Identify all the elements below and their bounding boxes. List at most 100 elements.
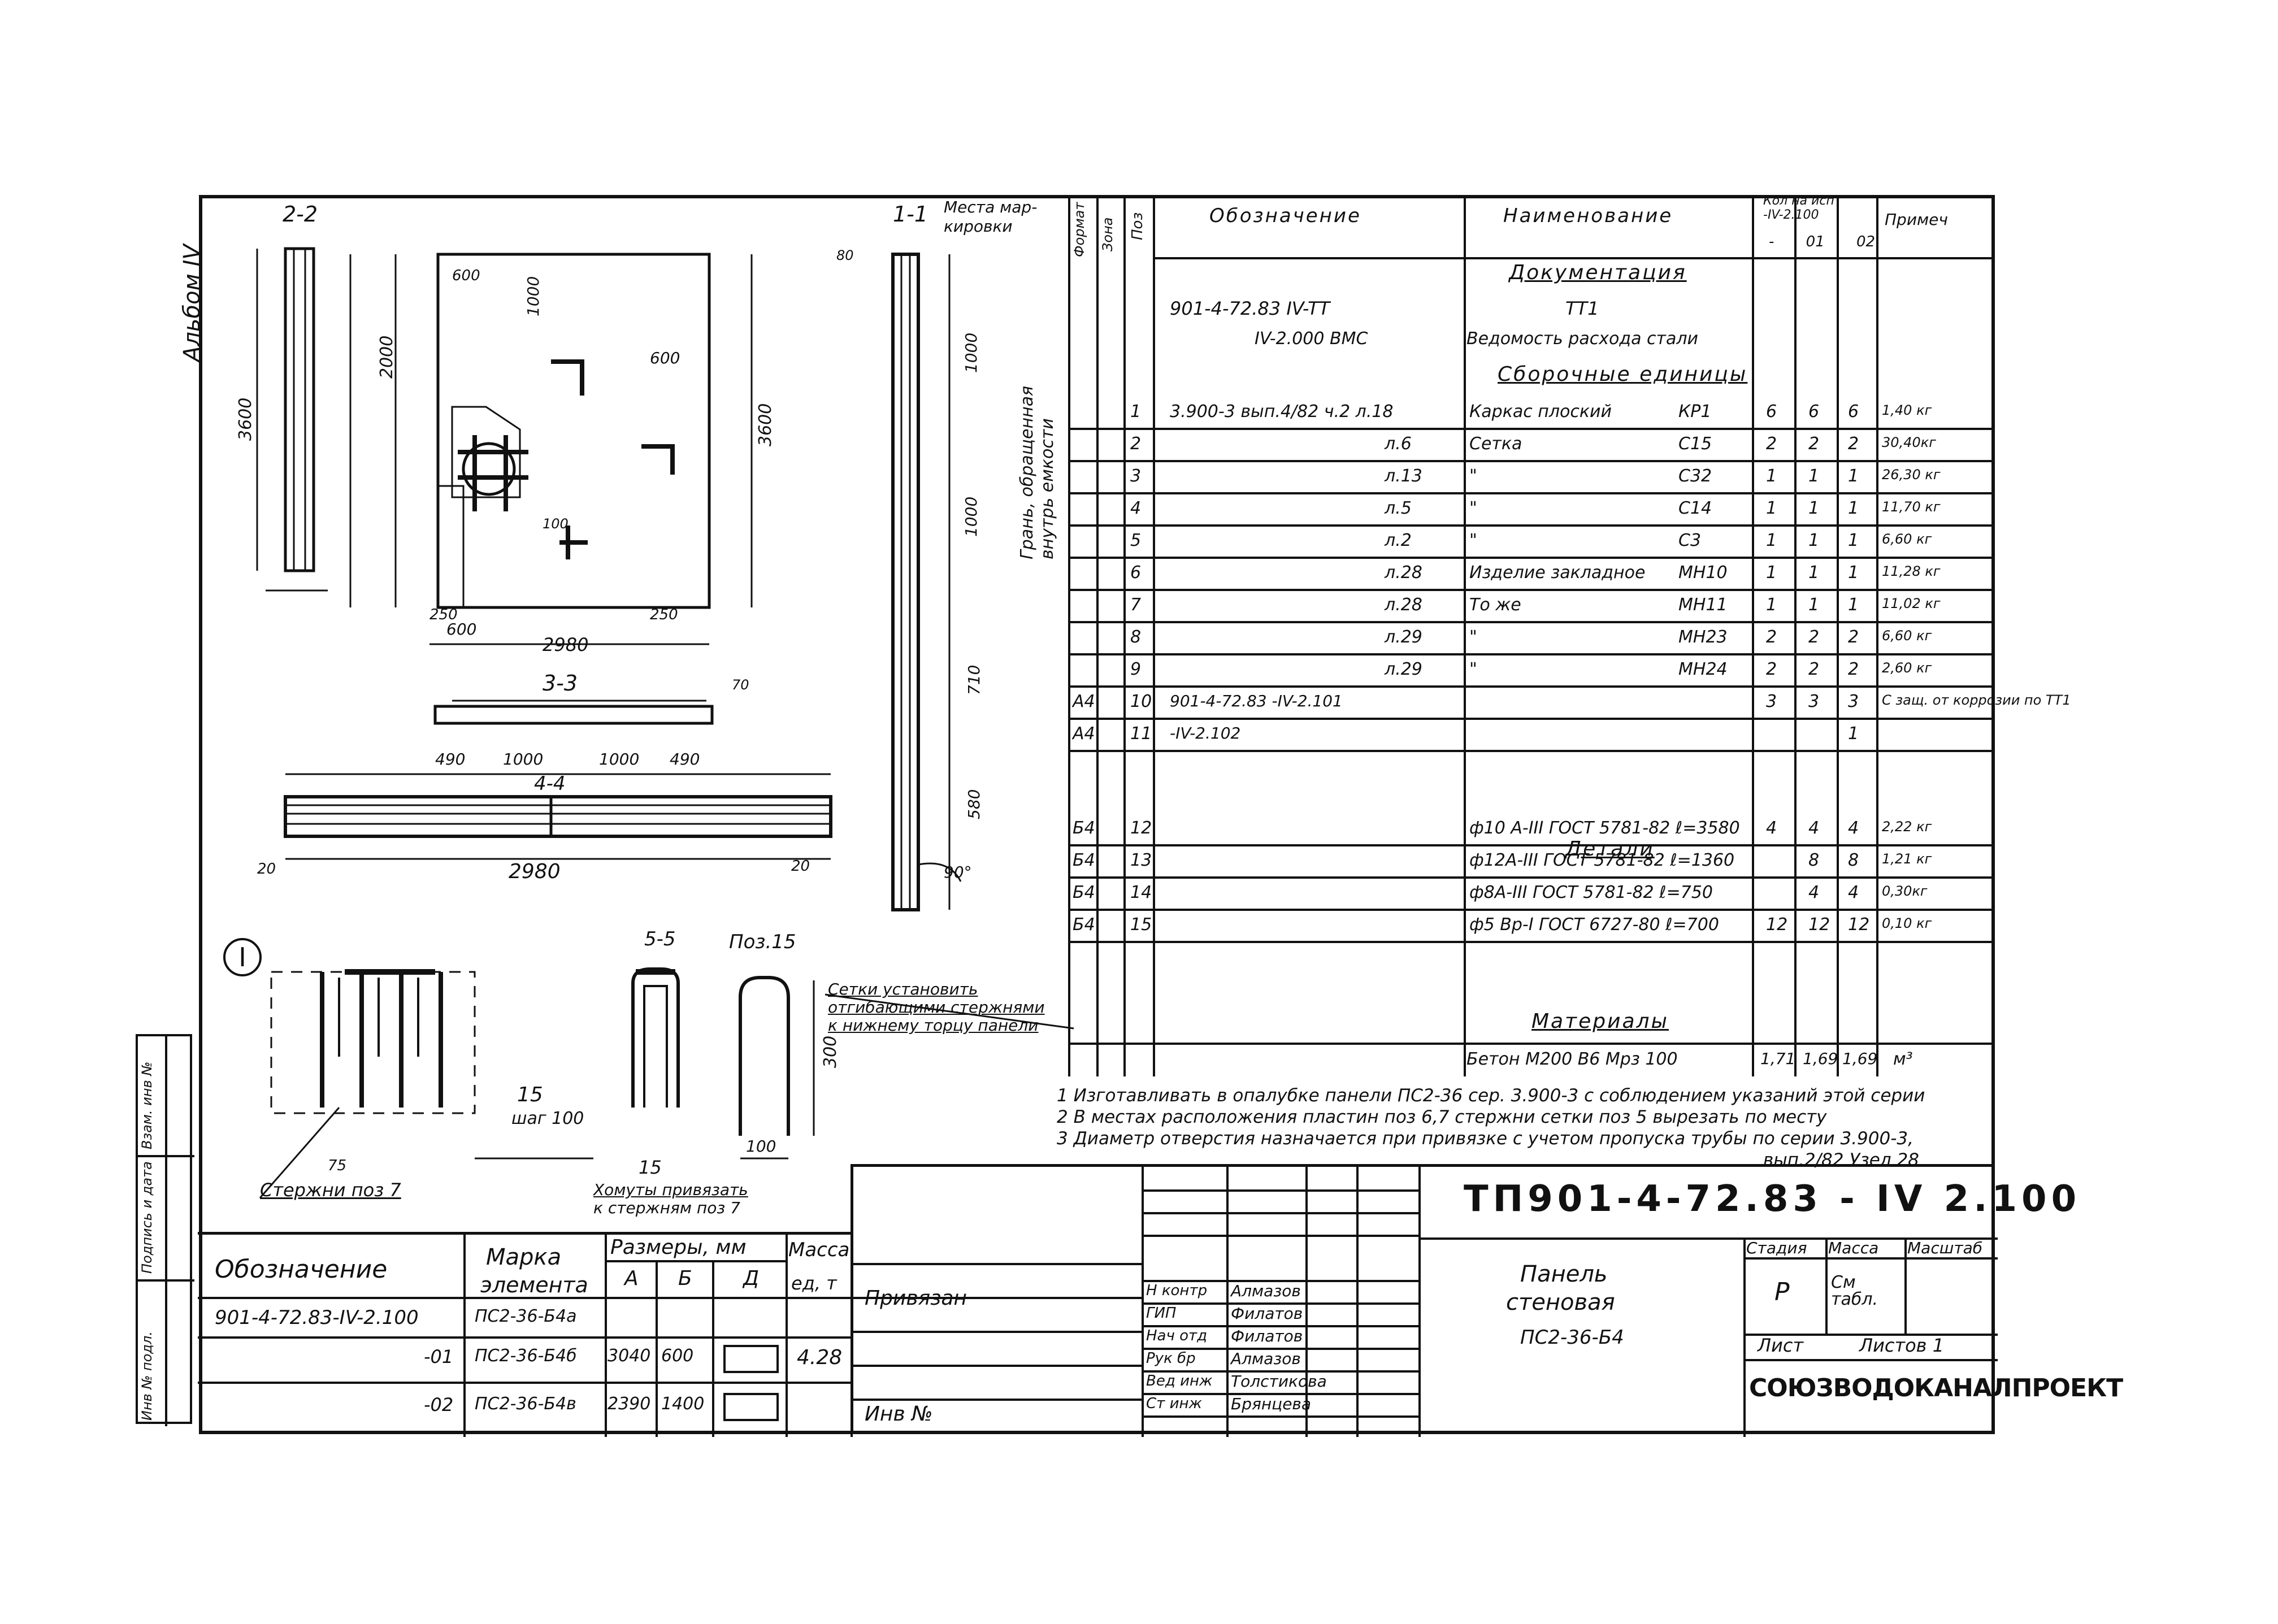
- spec-row-10-q2: 3: [1808, 692, 1820, 711]
- dim-1000-a: 1000: [503, 750, 544, 768]
- spec-header-name: Наименование: [1503, 205, 1673, 227]
- spec-row-9-note: 2,60 кг: [1882, 660, 1932, 676]
- marking-note: Места мар- кировки: [944, 198, 1038, 236]
- stage-label: Стадия: [1746, 1239, 1807, 1257]
- spec-row-1-note: 1,40 кг: [1882, 402, 1932, 418]
- spec-row-5-note: 6,60 кг: [1882, 531, 1932, 547]
- element-row-2-designation: -01: [424, 1346, 454, 1367]
- spec-header-qty-cols: - 01 02: [1769, 233, 1876, 250]
- spec-row-8-name: ": [1469, 627, 1477, 647]
- dim-490-a: 490: [435, 750, 466, 768]
- spec-material-q1: 1,71: [1760, 1049, 1796, 1068]
- dim-75: 75: [328, 1157, 347, 1174]
- spec-row-9-code: МН24: [1678, 659, 1728, 679]
- title-line-1: Панель: [1520, 1261, 1608, 1287]
- title-line-3: ПС2-36-Б4: [1520, 1326, 1624, 1349]
- spec-header-format: Формат: [1071, 202, 1087, 257]
- signature-role: ГИП: [1146, 1305, 1177, 1322]
- spec-row-5-pos: 5: [1130, 531, 1142, 550]
- spec-row-9-q2: 2: [1808, 659, 1820, 679]
- spec-row-2-note: 30,40кг: [1882, 435, 1936, 450]
- spec-header-qty-sub: -IV-2.100: [1763, 208, 1819, 222]
- doc-number: ТП901-4-72.83 - IV 2.100: [1464, 1178, 2081, 1220]
- spec-section-assemblies: Сборочные единицы: [1498, 363, 1748, 386]
- spec-row-8-pos: 8: [1130, 627, 1142, 647]
- spec-row-10-designation: 901-4-72.83 -IV-2.101: [1170, 692, 1343, 710]
- element-row-2-mark: ПС2-36-Б4б: [475, 1346, 577, 1366]
- spec-row-8-note: 6,60 кг: [1882, 628, 1932, 644]
- spec-row-15-q1: 12: [1766, 915, 1788, 935]
- dim-600-mid: 600: [650, 349, 680, 367]
- signature-role: Рук бр: [1146, 1350, 1196, 1367]
- org-name: СОЮЗВОДОКАНАЛПРОЕКТ: [1749, 1374, 2123, 1402]
- spec-row-5-designation: л.2: [1385, 531, 1412, 550]
- clamps-note: Хомуты привязать к стержням поз 7: [593, 1180, 748, 1217]
- spec-row-5-name: ": [1469, 531, 1477, 550]
- spec-row-2-q3: 2: [1848, 434, 1859, 454]
- mesh-note: Сетки установить отгибающими стержнями к…: [828, 980, 1045, 1035]
- footnotes: 1 Изготавливать в опалубке панели ПС2-36…: [1057, 1085, 1925, 1170]
- spec-table: Формат Зона Поз Обозначение Наименование…: [1068, 195, 2071, 1076]
- spec-row-15-fmt: Б4: [1073, 915, 1095, 935]
- element-header-mass-1: Масса: [788, 1239, 850, 1261]
- spec-row-4-name: ": [1469, 498, 1477, 518]
- signature-role: Нач отд: [1146, 1327, 1208, 1344]
- spec-row-4-q3: 1: [1848, 498, 1859, 518]
- spec-row-15-name: ф5 Вр-I ГОСТ 6727-80 ℓ=700: [1469, 915, 1719, 935]
- spec-row-10-q1: 3: [1766, 692, 1777, 711]
- spec-row-14-fmt: Б4: [1073, 883, 1095, 902]
- spec-row-10-fmt: А4: [1073, 692, 1095, 711]
- section-label-4-4: 4-4: [534, 772, 566, 795]
- signature-role: Вед инж: [1146, 1373, 1213, 1389]
- section-label-3-3: 3-3: [543, 671, 578, 696]
- spec-row-7-code: МН11: [1678, 595, 1728, 615]
- section-4-4-outline: [284, 795, 832, 838]
- spec-row-6-pos: 6: [1130, 563, 1142, 583]
- side-stamps: Взам. инв № Подпись и дата Инв № подл.: [136, 1034, 194, 1426]
- spec-row-14-note: 0,30кг: [1882, 883, 1928, 899]
- dim-250-b: 250: [650, 606, 678, 623]
- element-row-3-B: 1400: [661, 1394, 705, 1414]
- pos15-label: Поз.15: [729, 931, 796, 953]
- spec-row-6-designation: л.28: [1385, 563, 1422, 583]
- spec-row-14-q3: 4: [1848, 883, 1859, 902]
- signature-name: Филатов: [1231, 1304, 1303, 1323]
- stamp-inv-original: Инв № подл.: [139, 1331, 155, 1421]
- spec-row-5-q2: 1: [1808, 531, 1820, 550]
- spec-row-13-name: ф12A-III ГОСТ 5781-82 ℓ=1360: [1469, 850, 1735, 870]
- spec-row-4-q2: 1: [1808, 498, 1820, 518]
- stage-value: Р: [1774, 1278, 1790, 1306]
- spec-row-1-designation: 3.900-3 вып.4/82 ч.2 л.18: [1170, 402, 1394, 422]
- spec-row-3-q3: 1: [1848, 466, 1859, 486]
- dim-490-b: 490: [670, 750, 700, 768]
- spec-material-note: м³: [1893, 1049, 1913, 1069]
- mass-value: См табл.: [1831, 1273, 1878, 1309]
- spec-row-12-name: ф10 A-III ГОСТ 5781-82 ℓ=3580: [1469, 818, 1740, 838]
- spec-material-q2: 1,69: [1803, 1049, 1838, 1068]
- spec-row-3-note: 26,30 кг: [1882, 467, 1941, 483]
- dim-2000: 2000: [377, 335, 397, 379]
- spec-row-2-designation: л.6: [1385, 434, 1412, 454]
- spec-row-13-fmt: Б4: [1073, 850, 1095, 870]
- spec-doc-row-2-designation: IV-2.000 ВМС: [1255, 329, 1368, 349]
- spec-row-3-name: ": [1469, 466, 1477, 486]
- signature-name: Филатов: [1231, 1327, 1303, 1345]
- title-block: ТП901-4-72.83 - IV 2.100 Панель стеновая…: [851, 1164, 2123, 1437]
- spec-row-2-q1: 2: [1766, 434, 1777, 454]
- element-header-designation: Обозначение: [215, 1255, 388, 1284]
- spec-row-4-note: 11,70 кг: [1882, 499, 1941, 515]
- spec-row-2-q2: 2: [1808, 434, 1820, 454]
- spec-row-1-code: КР1: [1678, 402, 1712, 422]
- spec-row-1-q2: 6: [1808, 402, 1820, 422]
- spec-row-11-designation: -IV-2.102: [1170, 724, 1241, 742]
- spec-row-9-designation: л.29: [1385, 659, 1422, 679]
- spec-row-12-q2: 4: [1808, 818, 1820, 838]
- element-header-B: Б: [678, 1267, 692, 1290]
- section-2-2-outline: [284, 247, 315, 572]
- spec-row-4-q1: 1: [1766, 498, 1777, 518]
- spec-row-4-pos: 4: [1130, 498, 1142, 518]
- spec-row-9-name: ": [1469, 659, 1477, 679]
- spec-row-11-pos: 11: [1130, 724, 1152, 744]
- element-row-3-D-box: [723, 1393, 779, 1421]
- spec-row-6-q3: 1: [1848, 563, 1859, 583]
